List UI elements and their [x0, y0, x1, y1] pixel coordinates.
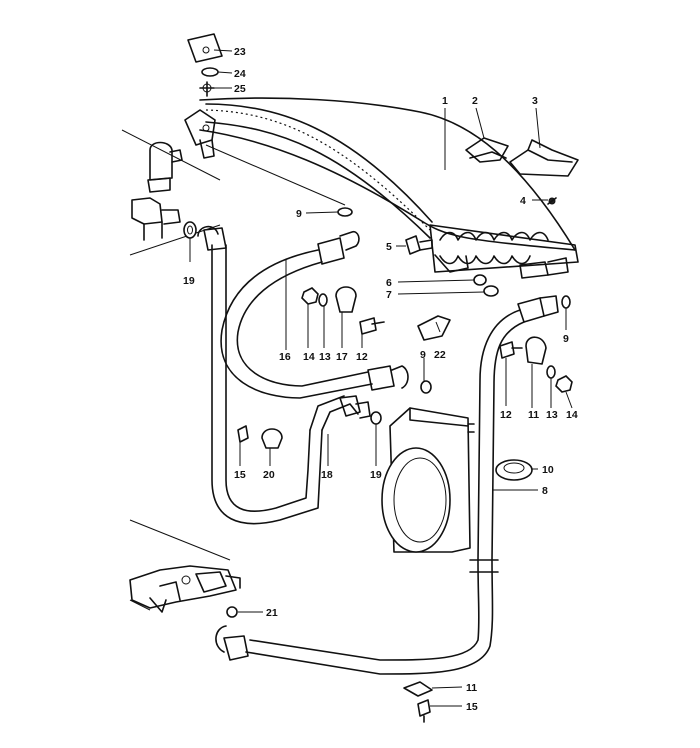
bracket-23 — [187, 33, 223, 63]
callout-9-top: 9 — [296, 208, 302, 220]
callout-14-right: 14 — [566, 409, 578, 421]
callout-11-bottom: 11 — [466, 682, 477, 694]
screw-15-left — [237, 425, 249, 443]
bolt-12-middle — [359, 317, 385, 335]
callout-12-middle: 12 — [356, 351, 368, 363]
oil-cooler — [184, 97, 579, 279]
clamp-11-bottom — [403, 681, 433, 697]
hose-8 — [245, 295, 559, 675]
hose-left — [197, 225, 323, 525]
hose-16 — [220, 230, 409, 399]
callout-labels: 23 24 25 1 2 3 4 9 5 6 7 19 16 14 13 17 … — [183, 46, 578, 713]
callout-19-left: 19 — [183, 275, 195, 287]
engine-block-fitting-bottom — [129, 519, 241, 613]
callout-17: 17 — [336, 351, 348, 363]
bolt-5 — [405, 235, 433, 255]
callout-7: 7 — [386, 289, 392, 301]
washer-13-right — [546, 365, 556, 379]
bracket-3 — [509, 139, 579, 177]
clamp-11-right — [525, 336, 547, 365]
callout-24: 24 — [234, 68, 246, 80]
callout-13-middle: 13 — [319, 351, 331, 363]
callout-23: 23 — [234, 46, 246, 58]
washer-9-right — [561, 295, 571, 309]
callout-14-middle: 14 — [303, 351, 315, 363]
hose-bottom-fitting — [215, 625, 249, 661]
screw-4 — [547, 197, 557, 205]
callout-22: 22 — [434, 349, 446, 361]
callout-25: 25 — [234, 83, 246, 95]
screw-15-bottom — [417, 699, 431, 723]
fan-housing — [381, 407, 475, 553]
callout-9-middle: 9 — [420, 349, 426, 361]
callout-18: 18 — [321, 469, 333, 481]
washer-9-top — [337, 207, 353, 217]
callout-5: 5 — [386, 241, 392, 253]
callout-15-left: 15 — [234, 469, 246, 481]
callout-15-bottom: 15 — [466, 701, 478, 713]
callout-3: 3 — [532, 95, 538, 107]
nut-21 — [226, 606, 238, 618]
callout-20: 20 — [263, 469, 275, 481]
callout-8: 8 — [542, 485, 548, 497]
callout-21: 21 — [266, 607, 278, 619]
bracket-2 — [465, 137, 509, 163]
bolt-12-right — [499, 341, 523, 359]
callout-11-right: 11 — [528, 409, 539, 421]
washer-13-middle — [318, 293, 328, 307]
clamp-20 — [261, 428, 283, 449]
callout-2: 2 — [472, 95, 478, 107]
hose-18 — [309, 395, 371, 431]
callout-6: 6 — [386, 277, 392, 289]
washer-9-middle — [420, 380, 432, 394]
engine-block-fitting-top — [121, 129, 221, 256]
washer-6 — [473, 274, 487, 286]
clamp-17 — [335, 286, 357, 313]
screw-25 — [199, 81, 215, 97]
leader-lines — [189, 49, 573, 707]
grommet-10 — [495, 459, 533, 481]
callout-12-right: 12 — [500, 409, 512, 421]
callout-13-right: 13 — [546, 409, 558, 421]
bracket-22 — [417, 315, 451, 341]
nut-7 — [483, 285, 499, 297]
callout-4: 4 — [520, 195, 526, 207]
callout-1: 1 — [442, 95, 448, 107]
nut-14-right — [555, 375, 573, 393]
callout-19-middle: 19 — [370, 469, 382, 481]
washer-19-middle — [370, 411, 382, 425]
nut-14-middle — [301, 287, 319, 305]
callout-16: 16 — [279, 351, 291, 363]
washer-19-left — [183, 221, 197, 239]
callout-9-right: 9 — [563, 333, 569, 345]
washer-24 — [201, 67, 219, 77]
washer-19-left-hole — [187, 225, 193, 235]
callout-10: 10 — [542, 464, 554, 476]
